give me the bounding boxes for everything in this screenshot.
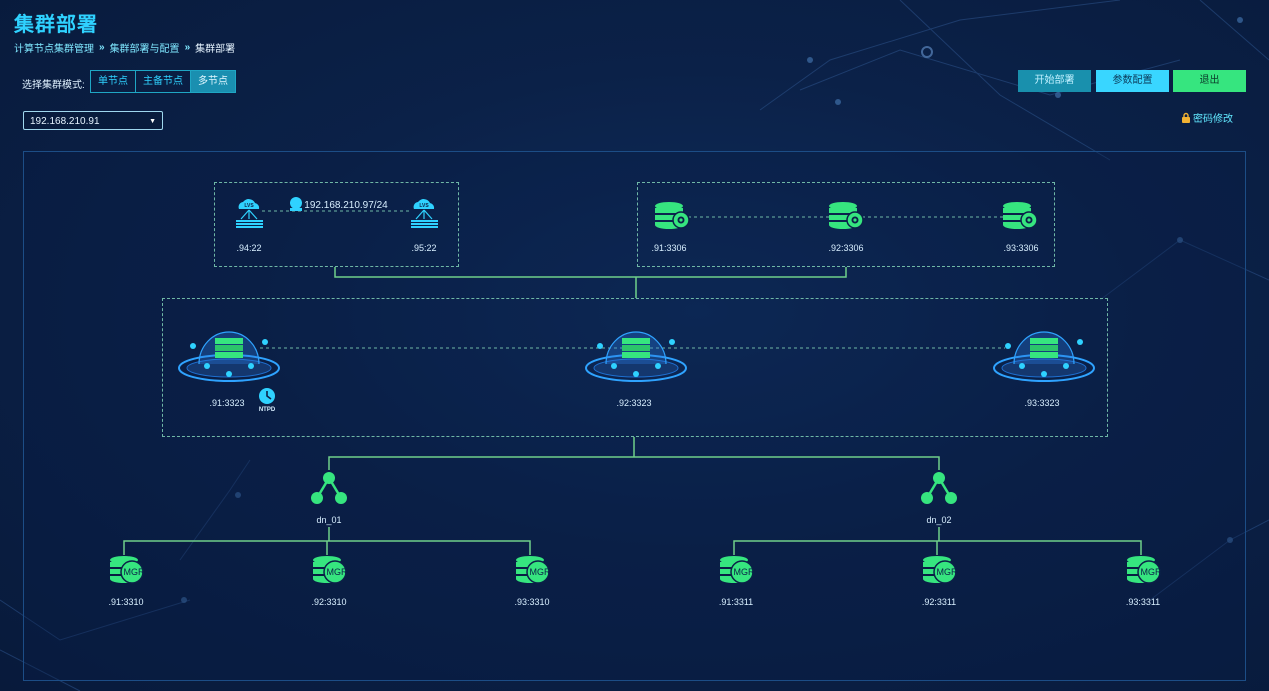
breadcrumb-item-current: 集群部署: [195, 44, 236, 55]
compute-node-label: .92:3323: [616, 398, 652, 408]
mgr-icon-text: MGR: [123, 567, 145, 577]
compute-node-label: .93:3323: [1024, 398, 1060, 408]
breadcrumb: 计算节点集群管理 » 集群部署与配置 » 集群部署: [14, 40, 235, 55]
mode-single-node[interactable]: 单节点: [91, 71, 136, 92]
config-db-node-92[interactable]: [828, 201, 864, 230]
compute-node-91[interactable]: [178, 331, 280, 382]
lvs-icon-text: LVS: [419, 203, 429, 209]
config-db-label: .92:3306: [828, 243, 864, 253]
mgr-icon-text: MGR: [529, 567, 551, 577]
vip-icon: [290, 197, 302, 211]
page-title: 集群部署: [14, 14, 98, 36]
breadcrumb-separator-icon: »: [99, 42, 105, 53]
compute-node-93[interactable]: [993, 331, 1095, 382]
breadcrumb-separator-icon: »: [184, 42, 191, 53]
mgr-node-label: .92:3310: [311, 597, 347, 607]
config-db-label: .93:3306: [1003, 243, 1039, 253]
datanode-label: dn_02: [926, 515, 952, 525]
start-deploy-button[interactable]: 开始部署: [1018, 70, 1091, 92]
ntpd-label: NTPD: [258, 407, 276, 413]
datanode-dn02-icon[interactable]: [919, 470, 959, 506]
mgr-icon-text: MGR: [733, 567, 755, 577]
config-db-node-93[interactable]: [1002, 201, 1038, 230]
mgr-icon-text: MGR: [936, 567, 958, 577]
mode-master-slave[interactable]: 主备节点: [136, 71, 191, 92]
lvs-group-box: [214, 182, 459, 267]
lvs-icon-text: LVS: [244, 203, 254, 209]
config-db-node-91[interactable]: [654, 201, 690, 230]
mgr-node-label: .93:3311: [1125, 597, 1161, 607]
topology-panel: [23, 151, 1246, 681]
lvs-node-label: .95:22: [411, 243, 437, 253]
mgr-node-label: .93:3310: [514, 597, 550, 607]
config-db-label: .91:3306: [651, 243, 687, 253]
cluster-mode-selector: 单节点 主备节点 多节点: [90, 70, 236, 93]
cluster-mode-label: 选择集群模式:: [22, 80, 85, 91]
ntpd-clock-icon: [259, 388, 275, 404]
compute-node-label: .91:3323: [209, 398, 245, 408]
exit-button[interactable]: 退出: [1173, 70, 1246, 92]
host-select-value: 192.168.210.91: [30, 116, 100, 127]
lvs-vip-label: 192.168.210.97/24: [304, 200, 388, 211]
mode-multi-node[interactable]: 多节点: [191, 71, 235, 92]
mgr-icon-text: MGR: [1140, 567, 1162, 577]
change-password-link[interactable]: 密码修改: [1181, 110, 1233, 125]
host-select[interactable]: 192.168.210.91 ▼: [23, 111, 163, 130]
lvs-node-label: .94:22: [236, 243, 262, 253]
change-password-label: 密码修改: [1193, 114, 1233, 125]
compute-node-92[interactable]: [585, 331, 687, 382]
compute-node-group-box: [162, 298, 1108, 437]
mgr-icon-text: MGR: [326, 567, 348, 577]
mgr-node-label: .91:3310: [108, 597, 144, 607]
param-config-button[interactable]: 参数配置: [1096, 70, 1169, 92]
datanode-dn01-icon[interactable]: [309, 470, 349, 506]
breadcrumb-item-cluster-mgmt[interactable]: 计算节点集群管理: [14, 44, 94, 55]
config-db-group-box: [637, 182, 1055, 267]
datanode-label: dn_01: [316, 515, 342, 525]
caret-down-icon: ▼: [149, 118, 156, 125]
mgr-node-label: .91:3311: [718, 597, 754, 607]
lock-icon: [1182, 112, 1190, 123]
mgr-node-label: .92:3311: [921, 597, 957, 607]
breadcrumb-item-deploy-config[interactable]: 集群部署与配置: [109, 44, 180, 55]
